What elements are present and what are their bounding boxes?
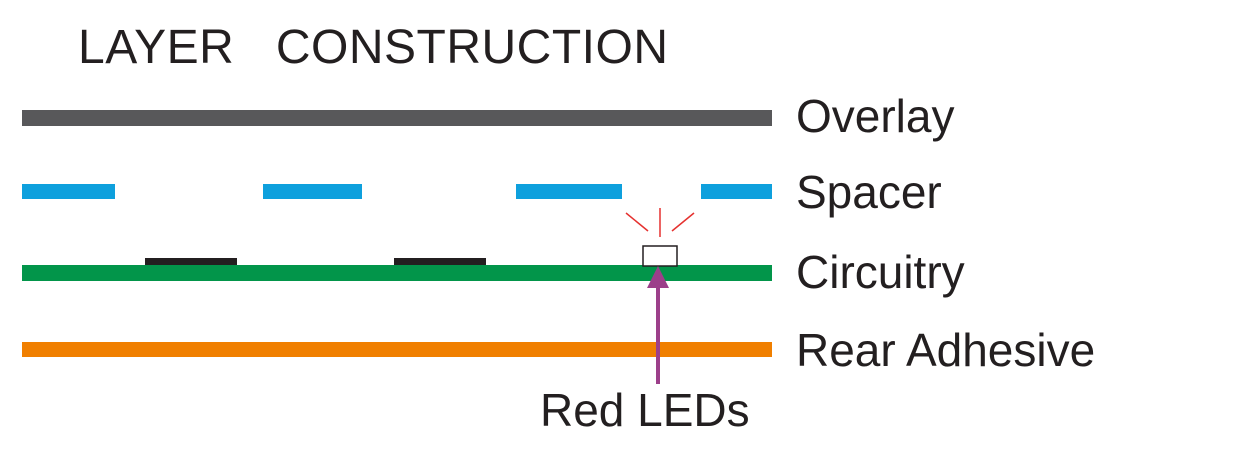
spacer-segment	[701, 184, 772, 199]
led-glow-ray	[625, 212, 649, 232]
layer-label-spacer: Spacer	[796, 166, 942, 218]
overlay-layer	[22, 110, 772, 126]
layer-label-overlay: Overlay	[796, 90, 955, 142]
spacer-segment	[516, 184, 622, 199]
circuit-contact	[145, 258, 237, 268]
diagram-title: LAYER CONSTRUCTION	[78, 21, 669, 74]
layer-label-circuitry: Circuitry	[796, 246, 965, 298]
spacer-layer	[22, 184, 772, 199]
layer-label-rear-adhesive: Rear Adhesive	[796, 324, 1096, 376]
spacer-segment	[263, 184, 362, 199]
circuit-contact	[394, 258, 486, 268]
arrow-head	[647, 266, 669, 288]
red-led	[625, 208, 695, 267]
led-glow-ray	[671, 212, 695, 232]
spacer-segment	[22, 184, 115, 199]
circuitry-layer	[22, 265, 772, 281]
led-label: Red LEDs	[540, 384, 750, 436]
led-body	[642, 245, 678, 267]
led-pointer-arrow	[647, 266, 669, 384]
rear-adhesive-layer	[22, 342, 772, 357]
